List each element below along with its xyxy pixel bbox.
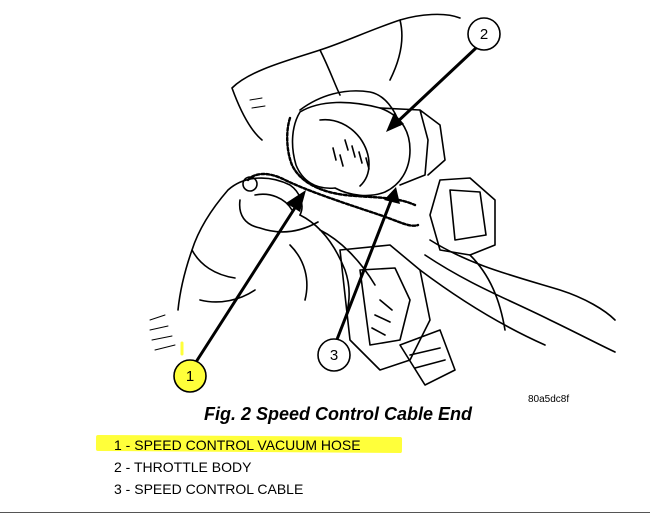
callout-1: 1: [173, 359, 207, 393]
throttle-body-outline: [291, 101, 411, 197]
throttle-body-block: [379, 107, 496, 256]
leader-line-2: [392, 46, 478, 127]
legend-item-throttle-body: 2 - THROTTLE BODY: [114, 459, 252, 475]
figure-title: Fig. 2 Speed Control Cable End: [204, 404, 473, 424]
leader-line-1: [194, 198, 302, 364]
callout-2: 2: [467, 17, 501, 51]
callout-3-number: 3: [330, 347, 338, 364]
vacuum-hose: [246, 116, 420, 227]
arrow-head-1: [286, 190, 306, 212]
cable-bundle: [419, 239, 616, 353]
arrow-head-2: [386, 113, 404, 132]
left-hand: [177, 177, 319, 311]
legend-item-vacuum-hose: 1 - SPEED CONTROL VACUUM HOSE: [114, 437, 361, 453]
background-hatching: [149, 97, 266, 351]
hose-end: [242, 176, 258, 192]
callout-2-number: 2: [480, 26, 488, 43]
throttle-body-detail: [332, 139, 370, 170]
figure-reference-code: 80a5dc8f: [528, 394, 570, 405]
callout-1-number: 1: [186, 368, 194, 385]
upper-hand: [231, 13, 461, 141]
arrow-head-3: [384, 187, 400, 204]
lower-assembly: [339, 244, 456, 386]
leader-line-3: [334, 196, 394, 344]
bottom-divider: [0, 512, 650, 513]
legend-item-speed-control-cable: 3 - SPEED CONTROL CABLE: [114, 481, 304, 497]
callout-3: 3: [317, 338, 351, 372]
